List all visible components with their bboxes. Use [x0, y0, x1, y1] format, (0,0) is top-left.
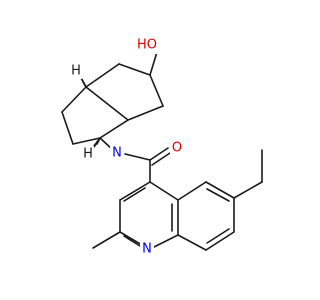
- structure-canvas: HO O N N H H: [61, 36, 263, 258]
- ethyl-bonds: [233, 149, 263, 199]
- amide-bonds: [124, 147, 171, 183]
- amide-nitrogen-text: N: [112, 146, 122, 161]
- ring-nitrogen-text: N: [142, 242, 152, 257]
- stereo-h-top-text: H: [71, 64, 81, 79]
- stereo-h-bottom-text: H: [83, 147, 93, 162]
- quinoline-bonds: [92, 181, 235, 251]
- hydroxyl-label: HO: [135, 36, 159, 54]
- carbonyl-oxygen-text: O: [172, 141, 182, 156]
- carbonyl-oxygen-label: O: [170, 139, 184, 157]
- ring-nitrogen-label: N: [140, 240, 154, 258]
- amide-nitrogen-label: N: [110, 144, 124, 162]
- hydroxyl-text: HO: [137, 38, 157, 53]
- molecule-drawing: HO O N N H H: [61, 36, 263, 258]
- stereo-h-top-label: H: [70, 63, 82, 79]
- stereo-h-bottom-label: H: [82, 146, 94, 162]
- bicyclic-ring-bonds: [61, 51, 164, 151]
- atom-labels: HO O N N H H: [70, 36, 184, 258]
